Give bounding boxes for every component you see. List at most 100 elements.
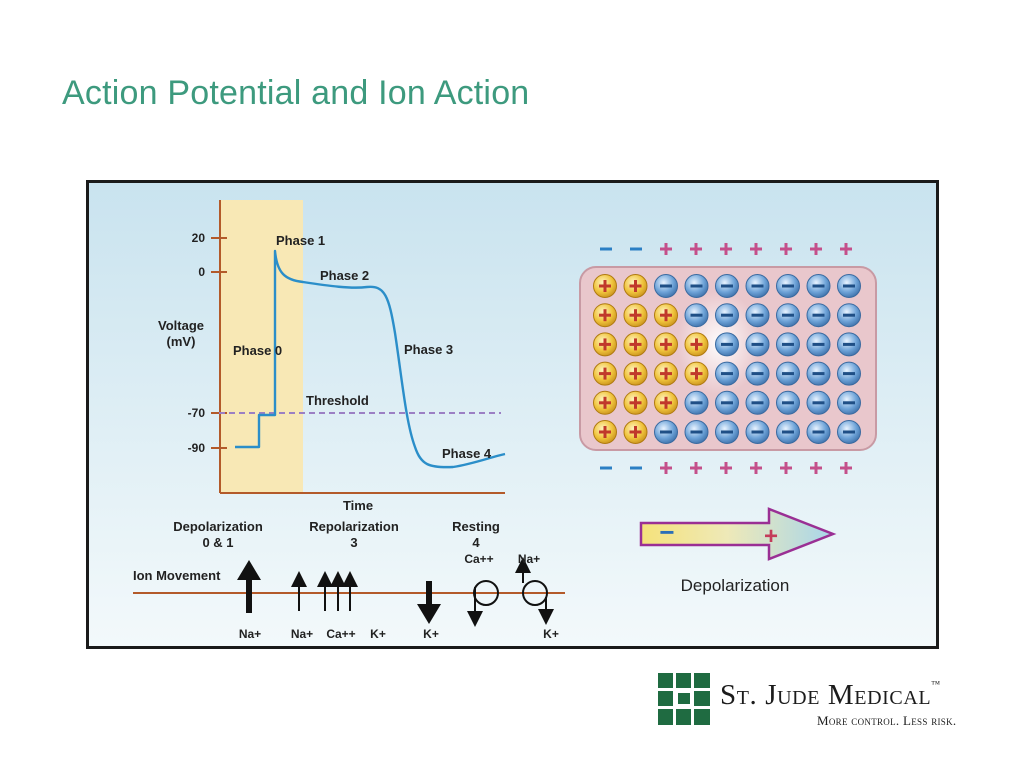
phase-0-label: Phase 0 xyxy=(233,343,282,358)
arrow-minus-sign: − xyxy=(659,517,674,547)
positive-ion xyxy=(623,274,648,298)
negative-ion xyxy=(776,303,800,328)
ion-label-k-2: K+ xyxy=(423,627,439,641)
negative-ion xyxy=(776,420,800,444)
negative-ion xyxy=(837,390,861,415)
membrane-plus-sign xyxy=(720,243,732,255)
action-potential-trace xyxy=(235,249,506,469)
logo-mark-icon xyxy=(658,673,710,725)
positive-ion xyxy=(593,332,617,357)
negative-ion xyxy=(806,303,831,328)
positive-ion xyxy=(684,332,709,357)
negative-ion xyxy=(776,332,800,357)
negative-ion xyxy=(715,274,739,298)
membrane-plus-sign xyxy=(660,243,672,255)
ion-label-k-1: K+ xyxy=(370,627,386,641)
st-jude-medical-logo: St. Jude Medical™ More control. Less ris… xyxy=(658,673,988,733)
threshold-label: Threshold xyxy=(306,393,369,408)
depolarization-arrow xyxy=(639,507,837,561)
action-potential-figure: 20 0 -70 -90 Voltage (mV) Phase 1 Phase … xyxy=(86,180,939,649)
negative-ion xyxy=(837,303,861,328)
ion-grid xyxy=(593,274,861,444)
positive-ion xyxy=(623,303,648,328)
phase-3-label: Phase 3 xyxy=(404,342,453,357)
negative-ion xyxy=(684,303,709,328)
ion-label-k-3: K+ xyxy=(543,627,559,641)
y-tick-20: 20 xyxy=(192,231,206,245)
negative-ion xyxy=(745,361,770,386)
ion-label-ca: Ca++ xyxy=(326,627,355,641)
slide-title: Action Potential and Ion Action xyxy=(62,74,530,112)
x-axis-label: Time xyxy=(343,498,373,513)
membrane-plus-sign xyxy=(720,462,732,474)
negative-ion xyxy=(745,332,770,357)
negative-ion xyxy=(776,274,800,298)
negative-ion xyxy=(745,274,770,298)
membrane-plus-sign xyxy=(840,243,852,255)
membrane-minus-sign xyxy=(600,466,612,470)
negative-ion xyxy=(806,390,831,415)
phase-caption-resting: Resting xyxy=(452,519,500,534)
figure-svg: 20 0 -70 -90 Voltage (mV) Phase 1 Phase … xyxy=(133,200,877,641)
negative-ion xyxy=(745,420,770,444)
y-axis-label-line1: Voltage xyxy=(158,318,204,333)
negative-ion xyxy=(715,332,739,357)
negative-ion xyxy=(776,361,800,386)
negative-ion xyxy=(715,420,739,444)
negative-ion xyxy=(715,390,739,415)
ion-movement-label: Ion Movement xyxy=(133,568,221,583)
negative-ion xyxy=(837,361,861,386)
negative-ion xyxy=(776,390,800,415)
phase-1-label: Phase 1 xyxy=(276,233,325,248)
negative-ion xyxy=(806,274,831,298)
phase-0-band xyxy=(221,200,303,493)
ion-exchanger-loops xyxy=(467,557,554,627)
positive-ion xyxy=(654,332,678,357)
negative-ion xyxy=(654,420,678,444)
membrane-plus-sign xyxy=(780,243,792,255)
ion-label-na-2: Na+ xyxy=(291,627,313,641)
membrane-charges-top xyxy=(600,243,852,255)
membrane-minus-sign xyxy=(630,247,642,251)
membrane-plus-sign xyxy=(750,243,762,255)
y-tick-0: 0 xyxy=(198,265,205,279)
membrane-plus-sign xyxy=(810,462,822,474)
membrane-plus-sign xyxy=(750,462,762,474)
negative-ion xyxy=(837,332,861,357)
ion-label-ca-resting: Ca++ xyxy=(464,552,493,566)
k-efflux-arrow xyxy=(417,581,441,624)
depolarization-label: Depolarization xyxy=(681,576,790,595)
na-influx-arrow xyxy=(237,560,261,613)
negative-ion xyxy=(837,420,861,444)
logo-trademark: ™ xyxy=(931,679,941,689)
membrane-minus-sign xyxy=(630,466,642,470)
membrane-plus-sign xyxy=(660,462,672,474)
logo-name: St. Jude Medical xyxy=(720,679,932,711)
phase-caption-repolarization-sub: 3 xyxy=(350,535,357,550)
membrane-plus-sign xyxy=(690,462,702,474)
negative-ion xyxy=(837,274,861,298)
positive-ion xyxy=(654,390,678,415)
ion-label-na-1: Na+ xyxy=(239,627,261,641)
phase-caption-depolarization: Depolarization xyxy=(173,519,263,534)
phase-4-label: Phase 4 xyxy=(442,446,492,461)
positive-ion xyxy=(593,361,617,386)
y-axis-label-line2: (mV) xyxy=(167,334,196,349)
negative-ion xyxy=(684,420,709,444)
negative-ion xyxy=(715,303,739,328)
negative-ion xyxy=(684,390,709,415)
positive-ion xyxy=(654,361,678,386)
membrane-plus-sign xyxy=(690,243,702,255)
y-tick-minus-90: -90 xyxy=(188,441,206,455)
negative-ion xyxy=(806,420,831,444)
phase-caption-repolarization: Repolarization xyxy=(309,519,399,534)
logo-tagline: More control. Less risk. xyxy=(817,713,957,728)
positive-ion xyxy=(623,420,648,444)
positive-ion xyxy=(654,303,678,328)
negative-ion xyxy=(654,274,678,298)
positive-ion xyxy=(623,361,648,386)
membrane-plus-sign xyxy=(780,462,792,474)
y-tick-minus-70: -70 xyxy=(188,406,206,420)
arrow-plus-sign: + xyxy=(764,523,778,550)
phase-caption-depolarization-sub: 0 & 1 xyxy=(202,535,233,550)
